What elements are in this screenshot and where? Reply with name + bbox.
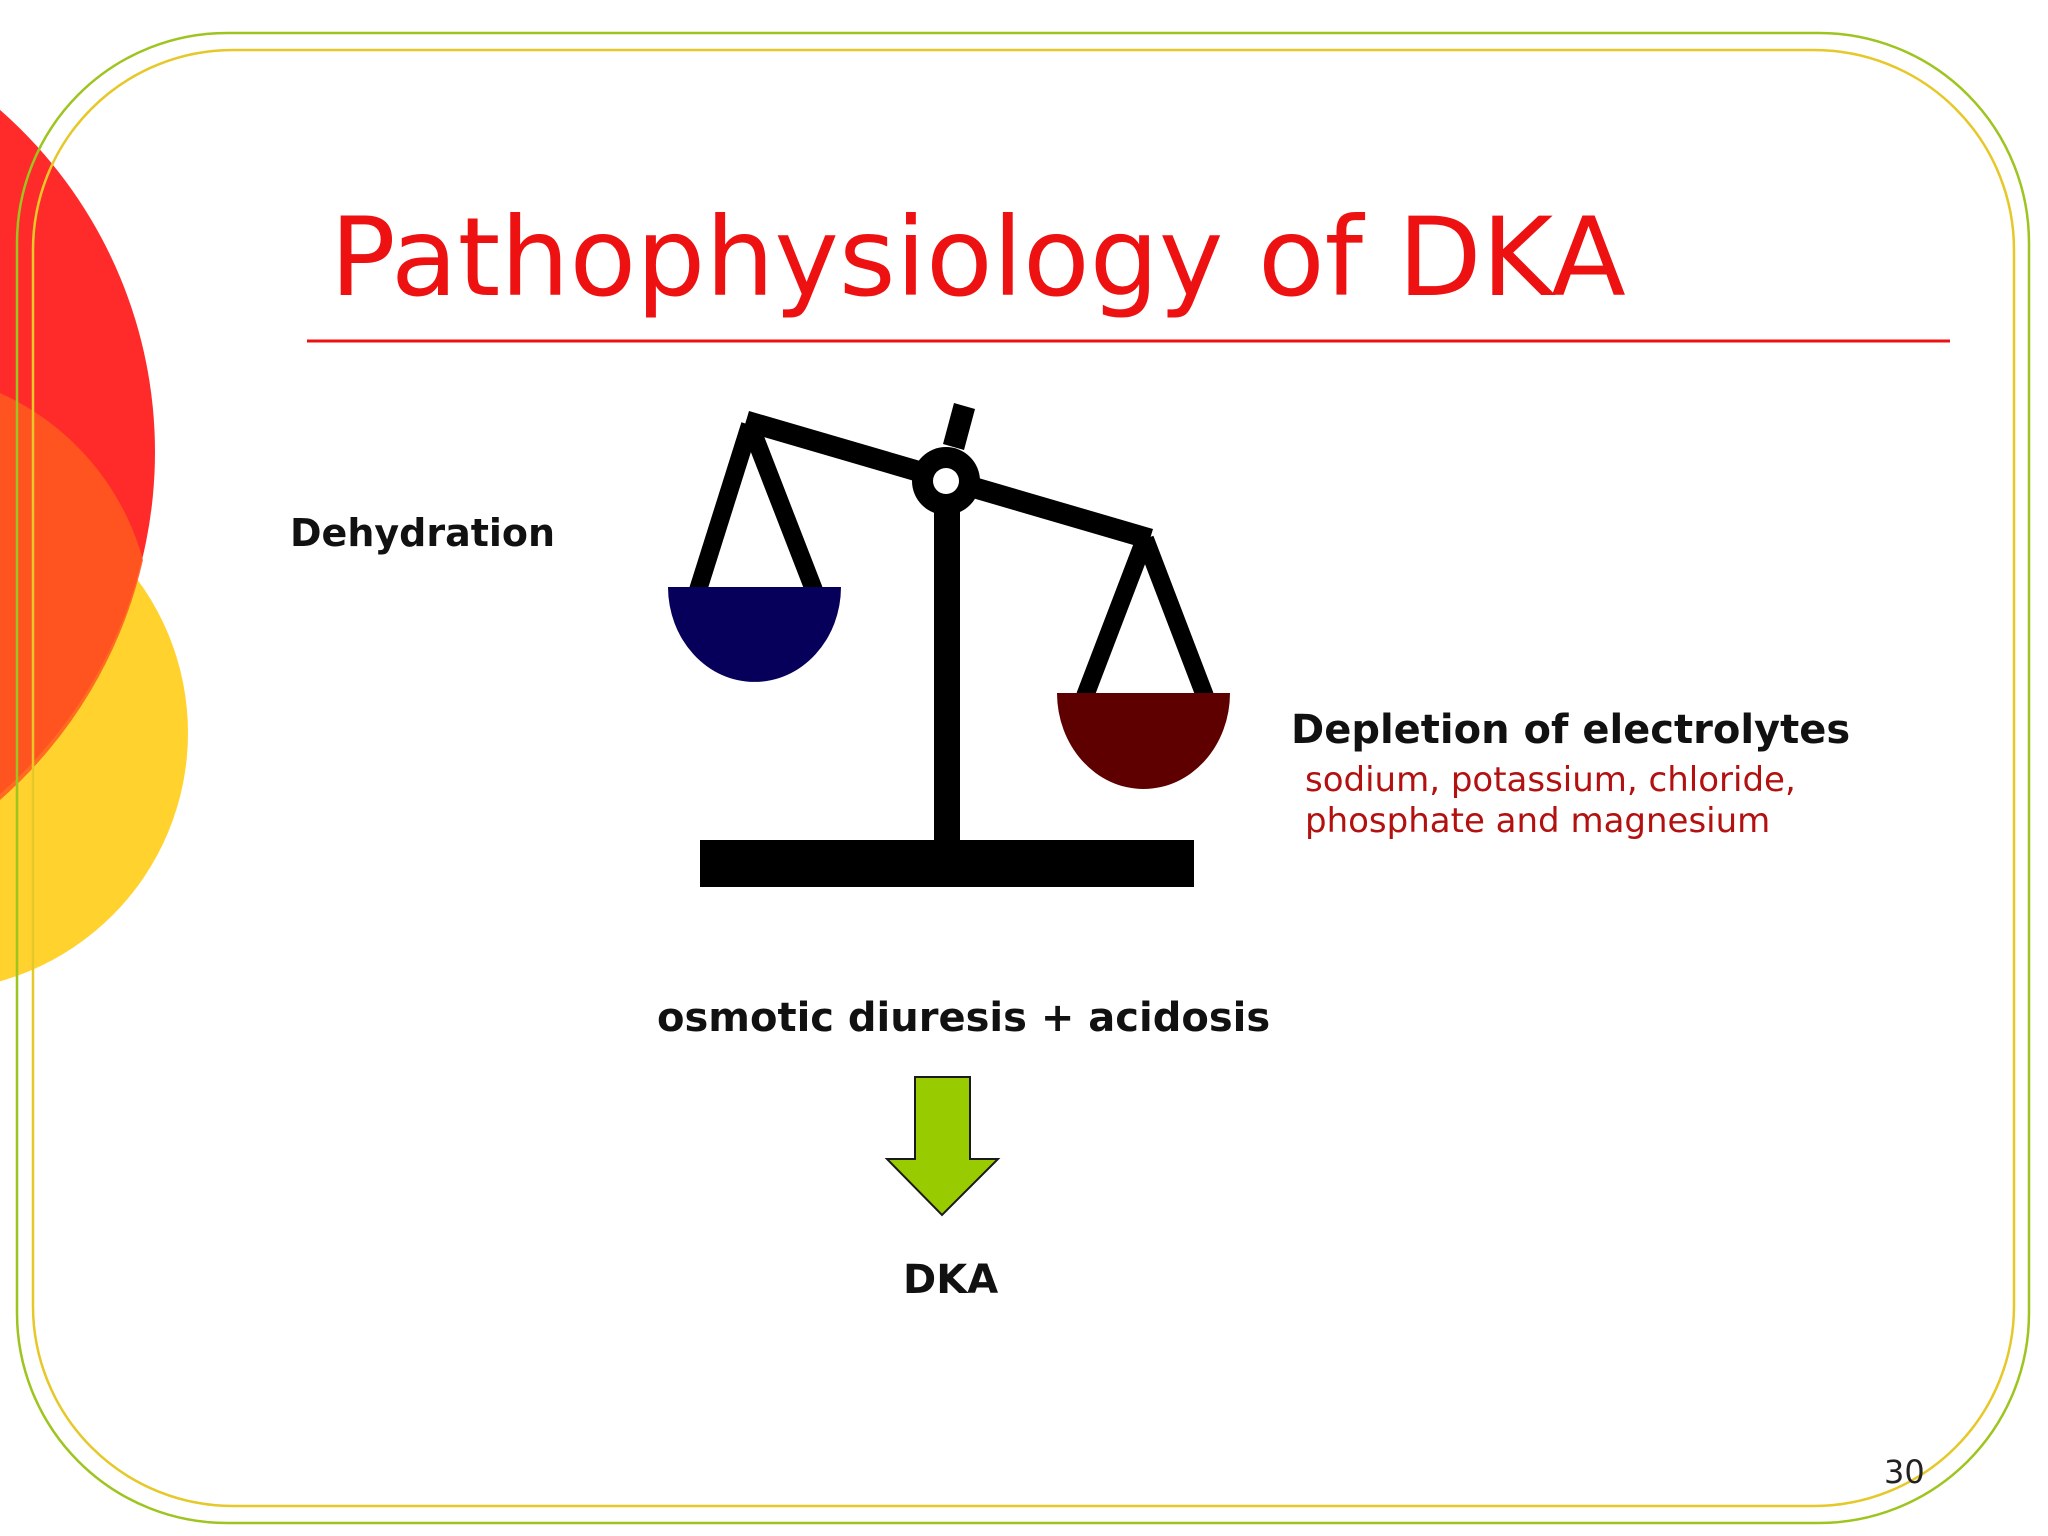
down-arrow-icon: [884, 1076, 1001, 1217]
right-hanger-a: [1076, 535, 1154, 700]
left-pan: [668, 587, 841, 682]
scale-base: [700, 840, 1194, 887]
scale-stub: [943, 403, 975, 450]
electrolyte-list-line-1: sodium, potassium, chloride,: [1305, 760, 1796, 800]
result-label: DKA: [903, 1257, 999, 1303]
scale-pillar: [934, 505, 960, 845]
electrolyte-list: sodium, potassium, chloride, phosphate a…: [1305, 760, 1796, 842]
electrolyte-depletion-label: Depletion of electrolytes: [1291, 707, 1851, 753]
decorative-overlap: [0, 393, 143, 800]
slide-title: Pathophysiology of DKA: [330, 194, 1626, 321]
dehydration-label: Dehydration: [290, 511, 556, 555]
right-hanger-b: [1136, 535, 1214, 700]
slide-frame-outer: [15, 31, 2031, 1525]
left-hanger-a: [689, 422, 759, 593]
scale-pivot-hole: [933, 468, 959, 494]
balance-scale-icon: [668, 403, 1230, 887]
right-pan: [1057, 693, 1230, 789]
cause-label: osmotic diuresis + acidosis: [657, 995, 1271, 1041]
slide-frame-inner: [31, 48, 2016, 1508]
page-number: 30: [1884, 1453, 1925, 1491]
left-hanger-b: [741, 421, 823, 594]
electrolyte-list-line-2: phosphate and magnesium: [1305, 801, 1771, 841]
